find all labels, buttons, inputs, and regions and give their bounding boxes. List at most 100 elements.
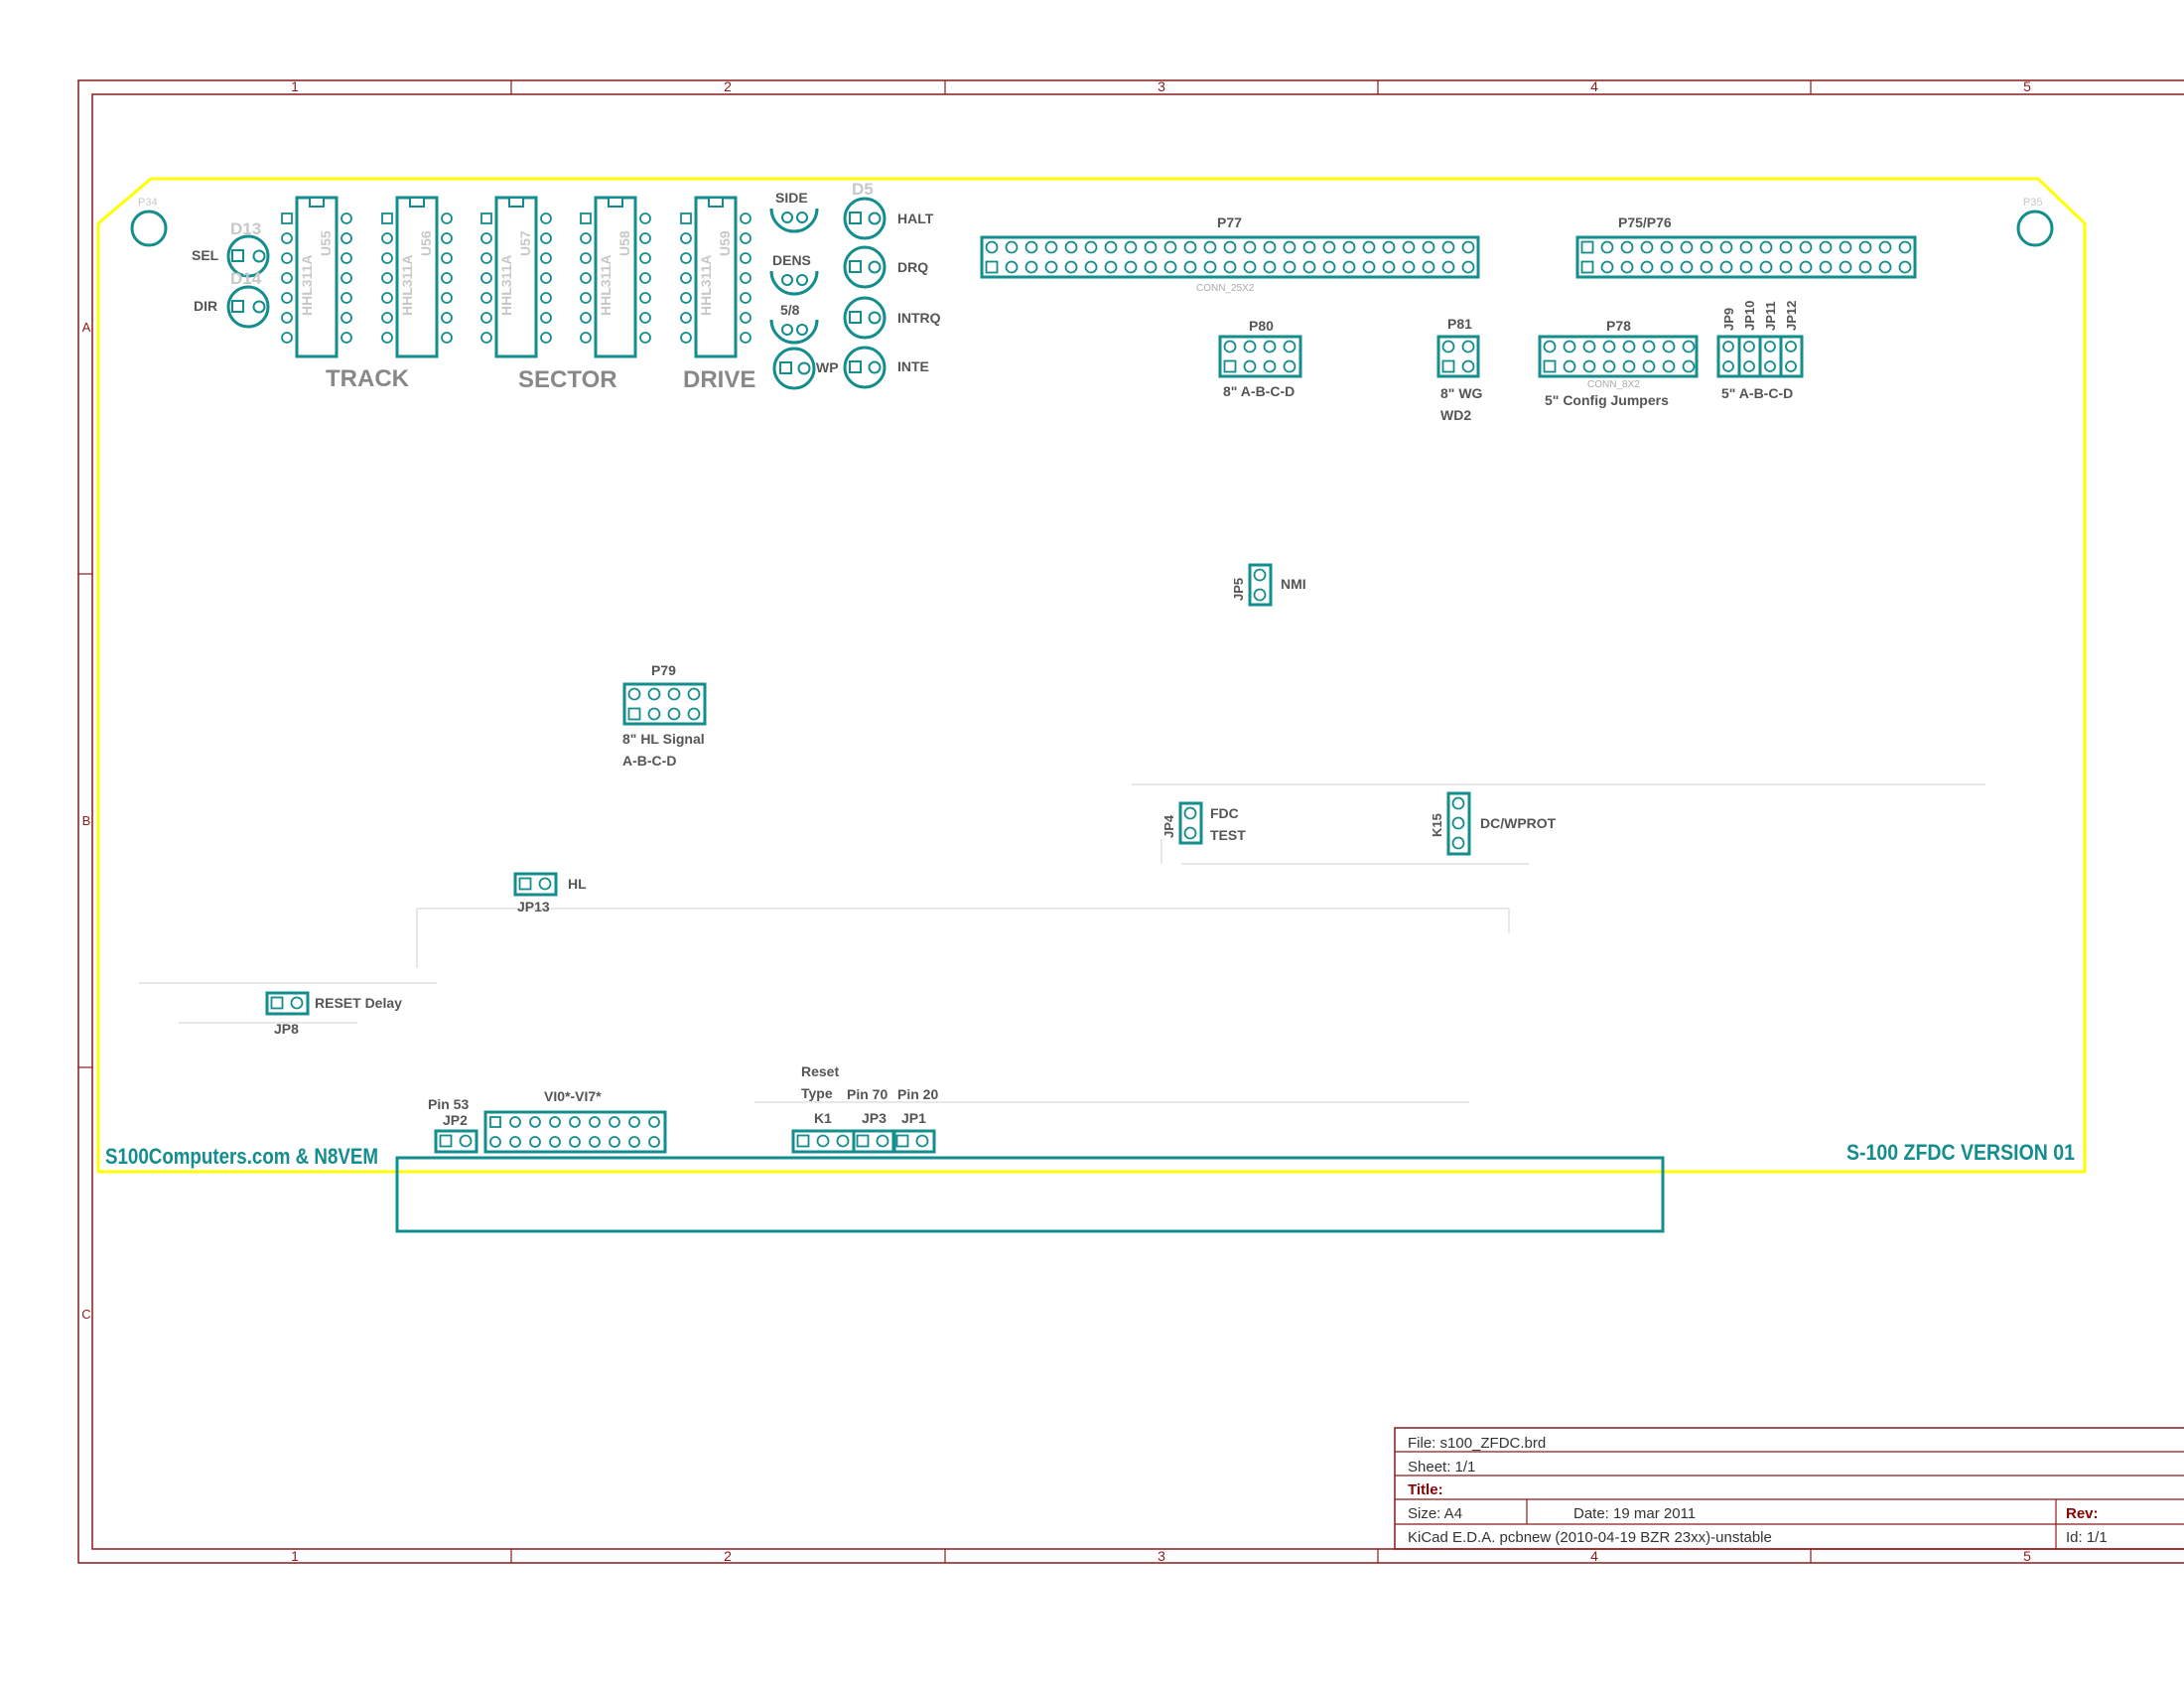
k15-caption: DC/WPROT [1480, 815, 1557, 831]
brand-silkscreen: S100Computers.com & N8VEM [105, 1144, 378, 1169]
pad [589, 1136, 601, 1148]
chip-pin [639, 292, 651, 304]
chip-notch [409, 197, 425, 208]
chip-pin [740, 312, 751, 324]
chip-pin [580, 232, 592, 244]
chip-pin [441, 232, 453, 244]
pad [1878, 260, 1892, 274]
pad [1422, 240, 1435, 254]
title-block-sheet: Sheet: 1/1 [1408, 1459, 1475, 1476]
pad [1024, 240, 1038, 254]
pad [1451, 836, 1465, 850]
chip-pin [441, 252, 453, 264]
led-d13-ref: D13 [230, 219, 261, 238]
pad [1044, 240, 1058, 254]
chip-notch [309, 197, 325, 208]
chip-pin [580, 312, 592, 324]
pad [1682, 340, 1696, 353]
chip-part-label: HHL311A [698, 255, 714, 316]
led-intrq-pad [849, 311, 862, 324]
pad [1680, 260, 1694, 274]
led-d13-body [226, 234, 270, 278]
pad [876, 1134, 889, 1148]
chip-pin [540, 332, 552, 344]
pad [1622, 359, 1636, 373]
pad [1422, 260, 1435, 274]
k15-outline [1446, 791, 1471, 856]
chip-pin [341, 212, 352, 224]
chip-pin [580, 332, 592, 344]
jp10-ref: JP10 [1742, 301, 1757, 331]
frame-column-labels-bottom: 1 2 3 4 5 [291, 1548, 2031, 1564]
jp11-ref: JP11 [1763, 301, 1778, 331]
pad [1722, 341, 1734, 352]
pad [1660, 240, 1674, 254]
chip-notch [508, 197, 524, 208]
chip-pin-1 [580, 212, 592, 224]
pad-square [1441, 359, 1455, 373]
pad [1898, 240, 1912, 254]
pad [1600, 260, 1614, 274]
led-halt-body [843, 197, 887, 240]
k1-ref: K1 [814, 1110, 832, 1126]
pad [1402, 260, 1416, 274]
p80-outline [1218, 335, 1302, 378]
chip-pin [740, 252, 751, 264]
p81-caption2: WD2 [1440, 407, 1471, 423]
led-d14-ref: D14 [230, 269, 262, 288]
mount-hole-p35 [2016, 210, 2054, 247]
p75-outline [1575, 235, 1917, 279]
title-block-size: Size: A4 [1408, 1505, 1462, 1522]
chip-pin [381, 332, 393, 344]
chip-ref-label: U55 [318, 230, 334, 256]
pad [1719, 240, 1733, 254]
frame-col-label: 5 [2023, 78, 2031, 94]
led-side-pad [781, 211, 793, 223]
pad [1839, 260, 1852, 274]
chip-pin [639, 232, 651, 244]
jp13-caption: HL [568, 876, 587, 892]
chip-notch [708, 197, 724, 208]
led-intrq-label: INTRQ [897, 310, 941, 326]
chip-pin [580, 252, 592, 264]
led-inte-body [843, 346, 887, 389]
jp4-outline [1178, 801, 1203, 845]
pad-square [796, 1134, 810, 1148]
pad [1764, 360, 1776, 372]
pad-square [856, 1134, 870, 1148]
chip-pin [480, 252, 492, 264]
pad [1441, 340, 1455, 353]
pad [687, 687, 701, 701]
title-block: File: s100_ZFDC.brd Sheet: 1/1 Title: Si… [1394, 1427, 2184, 1550]
chip-pin [441, 312, 453, 324]
chip-pin [740, 272, 751, 284]
pad [1461, 340, 1475, 353]
p77-ref: P77 [1217, 214, 1242, 230]
chip-pin [480, 312, 492, 324]
pad [1759, 240, 1773, 254]
pad [1124, 260, 1138, 274]
frame-col-label: 3 [1158, 78, 1165, 94]
p78-outline [1538, 335, 1699, 378]
pad [569, 1136, 581, 1148]
chip-pin [639, 212, 651, 224]
pad [459, 1134, 473, 1148]
chip-pin [281, 232, 293, 244]
led-d14-body [226, 285, 270, 329]
pad [1680, 240, 1694, 254]
chip-pin [341, 252, 352, 264]
chip-pin [680, 272, 692, 284]
pad [1253, 568, 1267, 582]
jp13-outline [513, 872, 558, 897]
pad [687, 707, 701, 721]
chip-pin [540, 232, 552, 244]
chip-pin [480, 332, 492, 344]
pad [1620, 240, 1634, 254]
pad [1739, 260, 1753, 274]
pad-square [1580, 260, 1594, 274]
chip-pin [381, 292, 393, 304]
pad [648, 1136, 660, 1148]
frame-tick-marks [78, 80, 1812, 1563]
chip-pin-1 [680, 212, 692, 224]
